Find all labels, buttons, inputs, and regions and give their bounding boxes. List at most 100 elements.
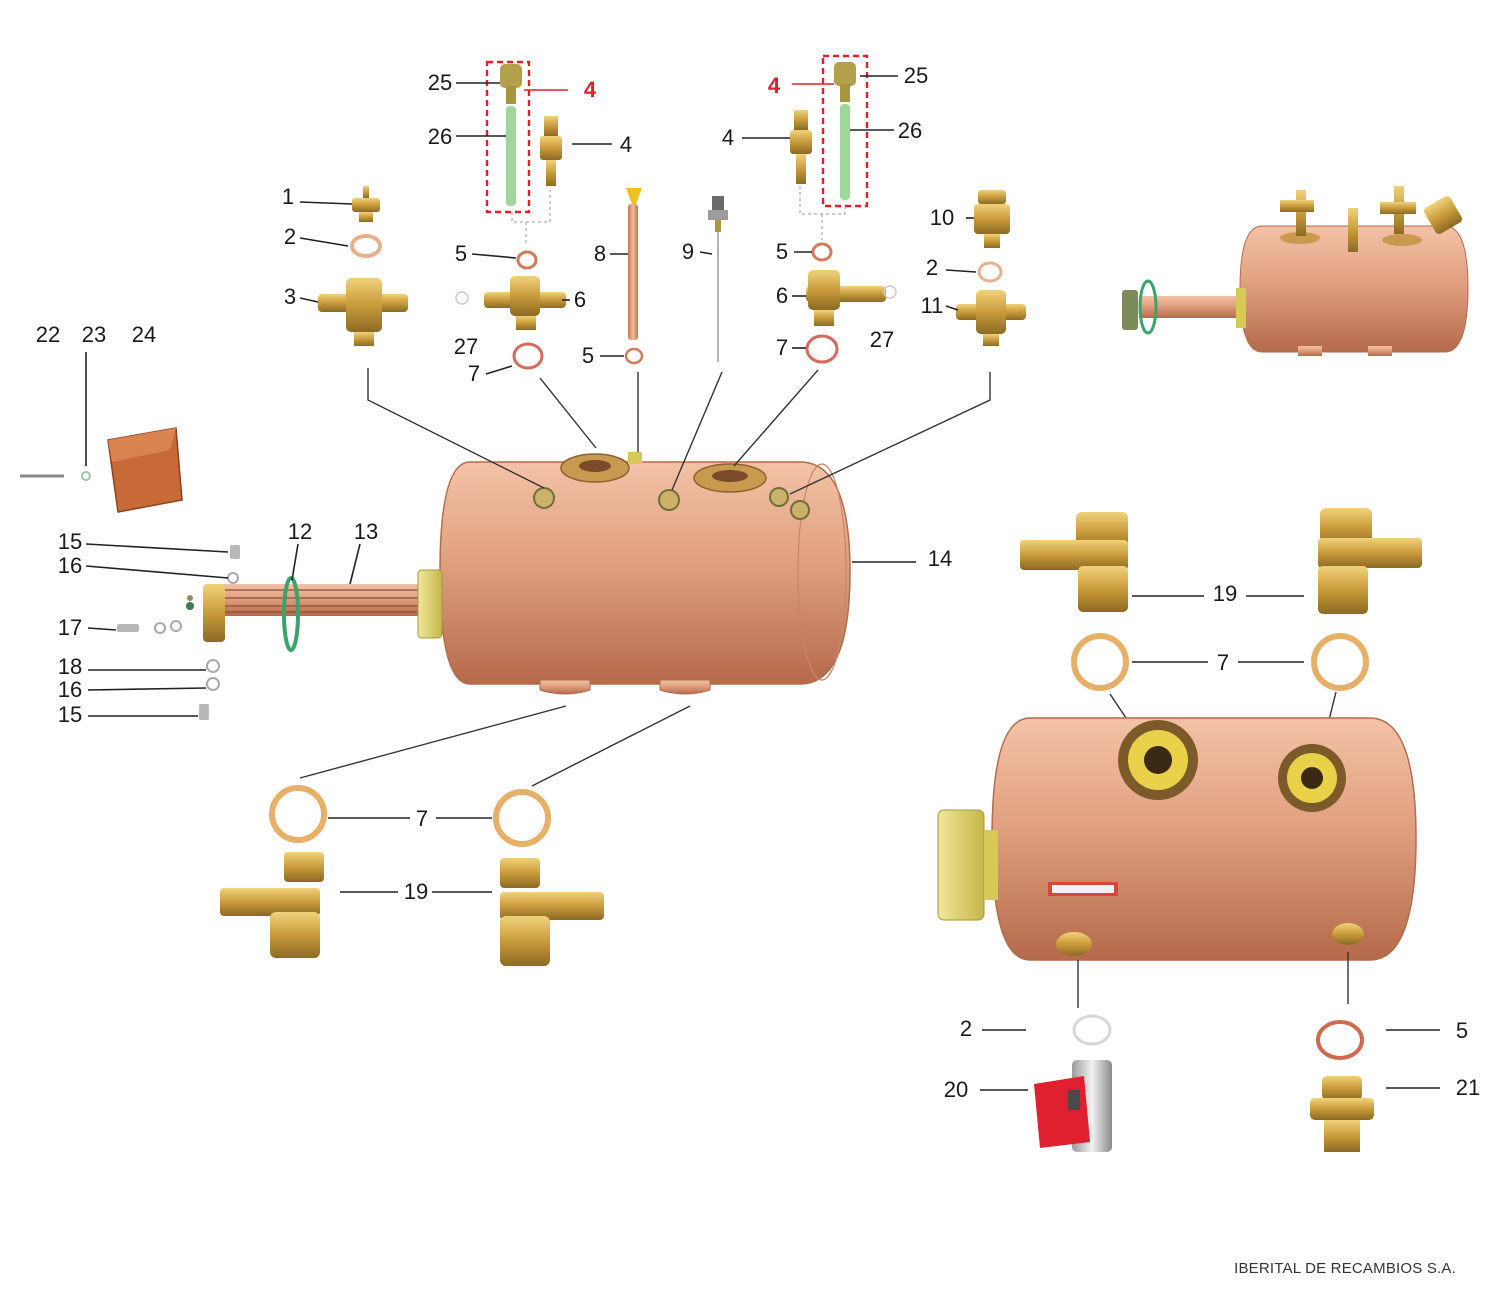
part-7-washer-bottom-left	[269, 785, 327, 843]
part-27-washer-left	[455, 291, 469, 305]
part-2-washer-right	[977, 261, 1003, 283]
label-7-right-group: 7	[1217, 650, 1229, 675]
label-10: 10	[930, 205, 954, 230]
washer-icon	[81, 471, 91, 481]
label-27-left: 27	[454, 334, 478, 359]
label-19-bottom: 19	[404, 879, 428, 904]
label-12: 12	[288, 519, 312, 544]
boiler-bottom-view	[937, 717, 1417, 961]
label-5-bottom: 5	[1456, 1018, 1468, 1043]
label-26-left: 26	[428, 124, 452, 149]
part-3-cross	[318, 278, 408, 346]
boiler-assembled-view	[1122, 186, 1469, 356]
washer-icon	[227, 572, 239, 584]
label-11: 11	[921, 293, 944, 318]
label-19-right: 19	[1213, 581, 1237, 606]
label-25-left: 25	[428, 70, 452, 95]
screw-icon	[230, 545, 240, 559]
part-5-washer-right	[811, 242, 833, 262]
label-13: 13	[354, 519, 378, 544]
part-4-fitting-right	[790, 110, 812, 184]
part-7-washer-left	[512, 342, 544, 370]
label-2-right: 2	[926, 255, 938, 280]
label-26-right: 26	[898, 118, 922, 143]
label-6-left: 6	[574, 287, 586, 312]
heating-element-rods	[220, 584, 450, 616]
main-boiler	[186, 452, 851, 695]
label-25-right: 25	[904, 63, 928, 88]
part-19-tee-top-left	[1020, 512, 1128, 612]
part-11-cross	[956, 290, 1026, 346]
element-gasket	[282, 576, 300, 652]
boiler-port-small-4	[790, 500, 810, 520]
part-6-tee-left	[484, 276, 566, 330]
label-17: 17	[58, 615, 82, 640]
part-5-washer-left	[516, 250, 538, 270]
part-8-tube	[626, 188, 642, 340]
label-9: 9	[682, 239, 694, 264]
boiler-body	[439, 461, 851, 685]
label-15-top: 15	[58, 529, 82, 554]
part-4-fitting-left	[540, 116, 562, 186]
part-21-fitting	[1310, 1076, 1374, 1152]
part-25-26-left	[500, 64, 522, 206]
label-23: 23	[82, 322, 106, 347]
label-2: 2	[284, 224, 296, 249]
part-7-washer-top-left	[1071, 633, 1129, 691]
washer-icon	[206, 659, 220, 673]
part-19-tee-top-right	[1318, 508, 1422, 614]
part-6-tee-right	[806, 270, 886, 326]
part-20-valve	[1034, 1060, 1112, 1152]
label-5-mid: 5	[582, 343, 594, 368]
washer-icon	[154, 622, 166, 634]
label-7-bottom: 7	[416, 806, 428, 831]
boiler-top-pin	[628, 452, 642, 464]
screw-icon	[117, 624, 139, 632]
label-24: 24	[132, 322, 156, 347]
element-hardware	[117, 545, 240, 720]
label-16-top: 16	[58, 553, 82, 578]
label-5-left: 5	[455, 241, 467, 266]
washer-icon	[206, 677, 220, 691]
label-8: 8	[594, 241, 606, 266]
label-15-bottom: 15	[58, 702, 82, 727]
label-2-bottom: 2	[960, 1016, 972, 1041]
label-4-right: 4	[722, 125, 734, 150]
label-4-red-right: 4	[768, 73, 781, 98]
part-5-washer-mid	[624, 347, 644, 365]
boiler-port-small-2	[658, 489, 680, 511]
label-3: 3	[284, 284, 296, 309]
part-7-washer-right	[805, 334, 839, 364]
company-footer: IBERITAL DE RECAMBIOS S.A.	[1234, 1260, 1456, 1277]
washer-icon	[170, 620, 182, 632]
label-4-red-left: 4	[584, 77, 597, 102]
part-9-probe	[708, 196, 728, 362]
part-19-tee-bottom-left	[220, 852, 324, 958]
label-5-right: 5	[776, 239, 788, 264]
part-1-fitting	[352, 186, 380, 222]
boiler-port-small-3	[769, 487, 789, 507]
element-flange	[203, 584, 225, 642]
label-16-bottom: 16	[58, 677, 82, 702]
label-14: 14	[928, 546, 952, 571]
label-7-left: 7	[468, 361, 480, 386]
part-2-washer-bottom	[1072, 1014, 1112, 1046]
boiler-side-flange	[417, 569, 443, 639]
part-7-washer-bottom-right	[493, 789, 551, 847]
part-10-fitting	[974, 190, 1010, 248]
screw-icon	[199, 704, 209, 720]
part-25-26-right	[834, 62, 856, 200]
part-19-tee-bottom-right	[500, 858, 604, 966]
label-22: 22	[36, 322, 60, 347]
label-4-left: 4	[620, 132, 632, 157]
label-27-right: 27	[870, 327, 894, 352]
part-27-washer-right	[883, 285, 897, 299]
label-6-right: 6	[776, 283, 788, 308]
label-7-right: 7	[776, 335, 788, 360]
label-21: 21	[1456, 1075, 1480, 1100]
part-5-washer-bottom	[1316, 1020, 1364, 1060]
label-18: 18	[58, 654, 82, 679]
label-1: 1	[282, 184, 294, 209]
highlight-box-left	[485, 60, 531, 214]
